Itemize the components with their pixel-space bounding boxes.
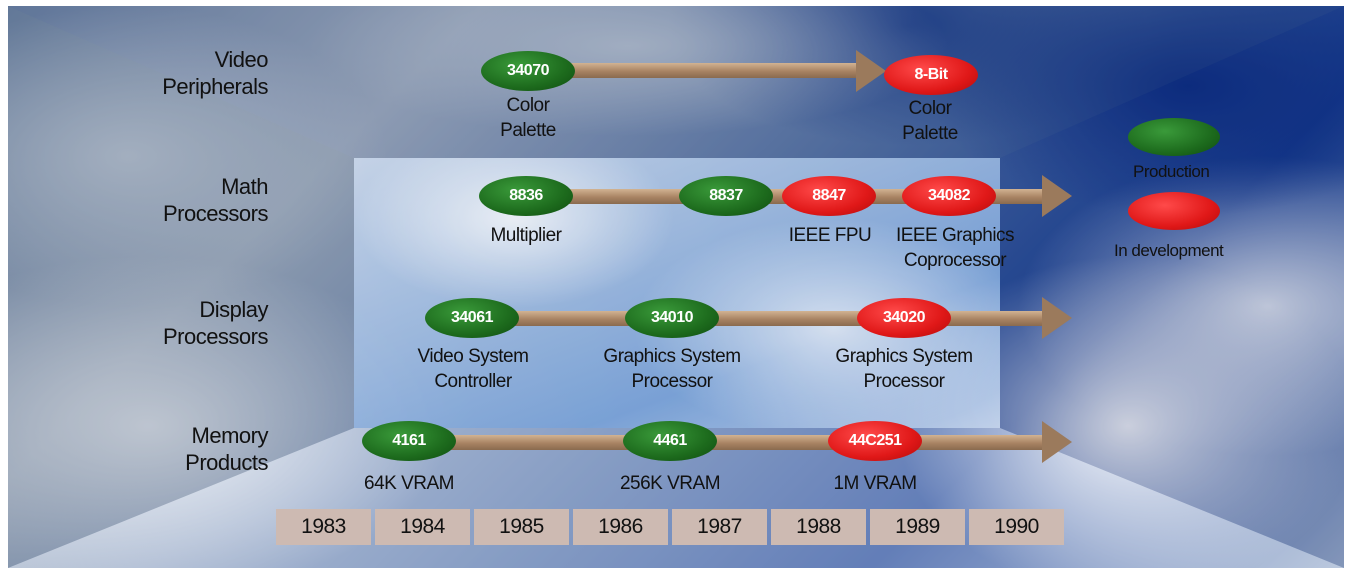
year-axis: 1983 1984 1985 1986 1987 1988 1989 1990	[276, 509, 1068, 545]
year-1985: 1985	[474, 509, 569, 545]
product-chip-8847: 8847	[782, 176, 876, 216]
product-chip-8-bit: 8-Bit	[884, 55, 978, 95]
product-label-4461: 256K VRAM	[619, 473, 721, 494]
timeline-arrow-shaft-memory	[440, 435, 1046, 450]
legend-development-oval	[1128, 192, 1220, 230]
product-chip-34061: 34061	[425, 298, 519, 338]
year-1983: 1983	[276, 509, 371, 545]
legend-production-oval	[1128, 118, 1220, 156]
year-1986: 1986	[573, 509, 668, 545]
year-1984: 1984	[375, 509, 470, 545]
product-chip-34020: 34020	[857, 298, 951, 338]
product-chip-8837: 8837	[679, 176, 773, 216]
product-chip-34082: 34082	[902, 176, 996, 216]
timeline-arrow-head-display	[1042, 297, 1072, 339]
timeline-arrow-shaft-video	[570, 63, 860, 78]
product-chip-34070: 34070	[481, 51, 575, 91]
year-1987: 1987	[672, 509, 767, 545]
legend-development-label: In development	[1114, 241, 1224, 260]
product-label-4161: 64K VRAM	[364, 473, 454, 494]
product-label-8836: Multiplier	[490, 225, 562, 246]
legend-production-label: Production	[1133, 162, 1210, 181]
year-1988: 1988	[771, 509, 866, 545]
year-1990: 1990	[969, 509, 1064, 545]
product-chip-34010: 34010	[625, 298, 719, 338]
timeline-arrow-head-math	[1042, 175, 1072, 217]
product-chip-8836: 8836	[479, 176, 573, 216]
product-chip-4161: 4161	[362, 421, 456, 461]
product-chip-4461: 4461	[623, 421, 717, 461]
year-1989: 1989	[870, 509, 965, 545]
product-label-8847: IEEE FPU	[788, 225, 872, 246]
timeline-arrow-head-video	[856, 50, 886, 92]
timeline-arrow-head-memory	[1042, 421, 1072, 463]
timeline-arrow-shaft-display	[500, 311, 1046, 326]
product-label-44c251: 1M VRAM	[833, 473, 917, 494]
product-chip-44c251: 44C251	[828, 421, 922, 461]
